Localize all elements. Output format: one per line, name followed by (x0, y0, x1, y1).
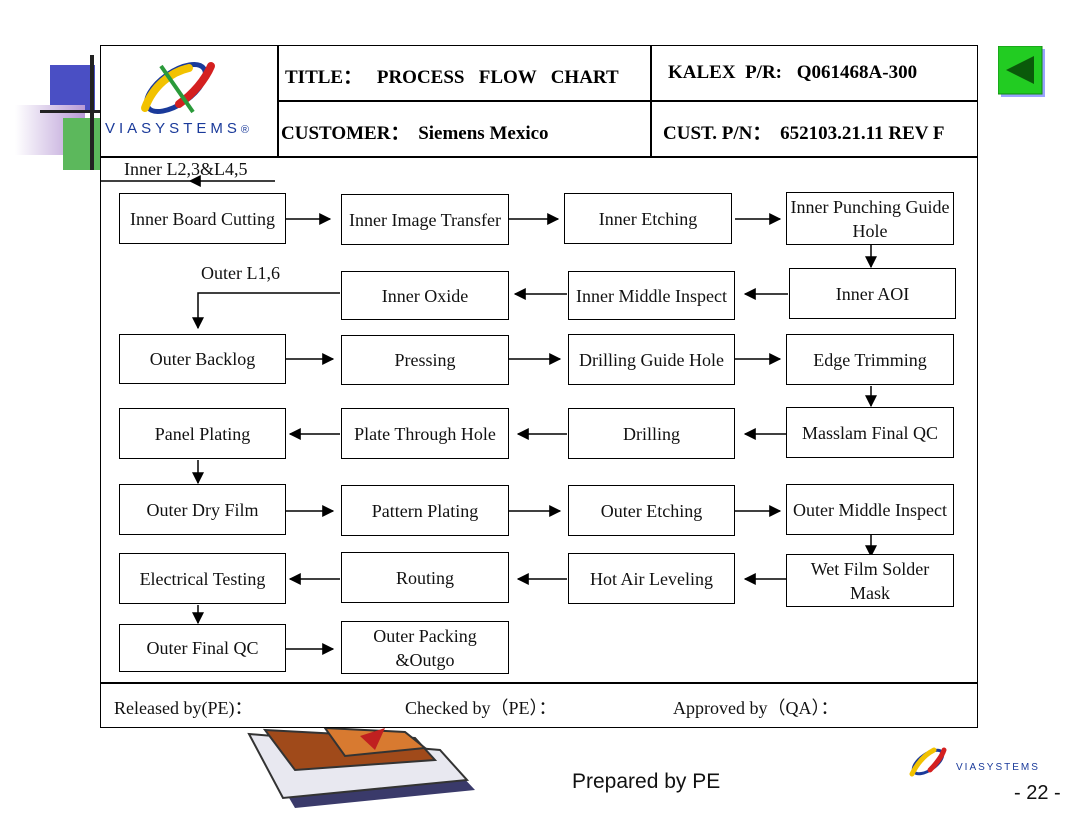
prepared-by: Prepared by PE (572, 770, 721, 793)
custpn-cell: CUST. P/N： 652103.21.11 REV F (663, 118, 944, 145)
title-value: PROCESS FLOW CHART (376, 67, 619, 88)
step-hot-air-leveling: Hot Air Leveling (568, 553, 735, 604)
inner-layers-label: Inner L2,3&L4,5 (124, 159, 248, 179)
step-outer-dry-film: Outer Dry Film (119, 484, 286, 535)
custpn-label: CUST. P/N： (663, 123, 772, 144)
custpn-value: 652103.21.11 REV F (780, 123, 945, 144)
customer-label: CUSTOMER： (281, 123, 410, 144)
step-outer-final-qc: Outer Final QC (119, 624, 286, 672)
process-chart-frame (100, 45, 978, 728)
arrow-oxide-to-backlog (192, 292, 340, 330)
viasystems-logo-icon (141, 62, 215, 114)
step-inner-middle-inspect: Inner Middle Inspect (568, 271, 735, 320)
footer-logo-wordmark: VIASYSTEMS (956, 762, 1040, 773)
logo-registered: ® (240, 124, 249, 136)
decor-horizontal-line (40, 110, 115, 113)
back-arrow-icon (997, 45, 1045, 97)
customer-cell: CUSTOMER： Siemens Mexico (281, 118, 549, 145)
step-inner-aoi: Inner AOI (789, 268, 956, 319)
kalex-cell: KALEX P/R: Q061468A-300 (668, 62, 917, 84)
page-number: - 22 - (1014, 782, 1061, 804)
step-outer-middle-inspect: Outer Middle Inspect (786, 484, 954, 535)
step-edge-trimming: Edge Trimming (786, 334, 954, 385)
books-clipart (235, 726, 495, 808)
outer-layers-label: Outer L1,6 (201, 263, 280, 283)
viasystems-logo-icon (909, 747, 947, 777)
step-inner-image-transfer: Inner Image Transfer (341, 194, 509, 245)
step-masslam-final-qc: Masslam Final QC (786, 407, 954, 458)
step-inner-etching: Inner Etching (564, 193, 732, 244)
customer-value: Siemens Mexico (418, 123, 549, 144)
step-pattern-plating: Pattern Plating (341, 485, 509, 536)
step-inner-board-cutting: Inner Board Cutting (119, 193, 286, 244)
decor-square-blue (50, 65, 95, 110)
step-drilling-guide-hole: Drilling Guide Hole (568, 334, 735, 385)
step-electrical-testing: Electrical Testing (119, 553, 286, 604)
kalex-value: Q061468A-300 (796, 62, 918, 83)
approved-by-label: Approved by（QA）： (673, 698, 839, 718)
checked-by-label: Checked by（PE）： (405, 698, 557, 718)
step-inner-oxide: Inner Oxide (341, 271, 509, 320)
back-button[interactable] (997, 45, 1048, 100)
step-outer-etching: Outer Etching (568, 485, 735, 536)
kalex-label: KALEX P/R: (668, 62, 782, 83)
step-pressing: Pressing (341, 335, 509, 385)
footer-logo: VIASYSTEMS (900, 740, 1060, 785)
title-label: TITLE： (285, 67, 363, 88)
step-panel-plating: Panel Plating (119, 408, 286, 459)
step-inner-punching-guide-hole: Inner Punching Guide Hole (786, 192, 954, 245)
step-wet-film-solder-mask: Wet Film Solder Mask (786, 554, 954, 607)
step-outer-packing-outgo: Outer Packing &Outgo (341, 621, 509, 674)
header-divider (100, 156, 978, 158)
step-drilling: Drilling (568, 408, 735, 459)
step-plate-through-hole: Plate Through Hole (341, 408, 509, 459)
step-routing: Routing (341, 552, 509, 603)
company-logo: VIASYSTEMS® (101, 46, 277, 156)
title-cell: TITLE： PROCESS FLOW CHART (285, 62, 619, 89)
header-divider (277, 100, 978, 102)
footer-divider (100, 682, 978, 684)
released-by-label: Released by(PE)： (114, 698, 253, 718)
logo-wordmark: VIASYSTEMS (105, 120, 241, 137)
step-outer-backlog: Outer Backlog (119, 334, 286, 384)
decor-square-green (63, 118, 103, 170)
books-icon (247, 726, 475, 808)
